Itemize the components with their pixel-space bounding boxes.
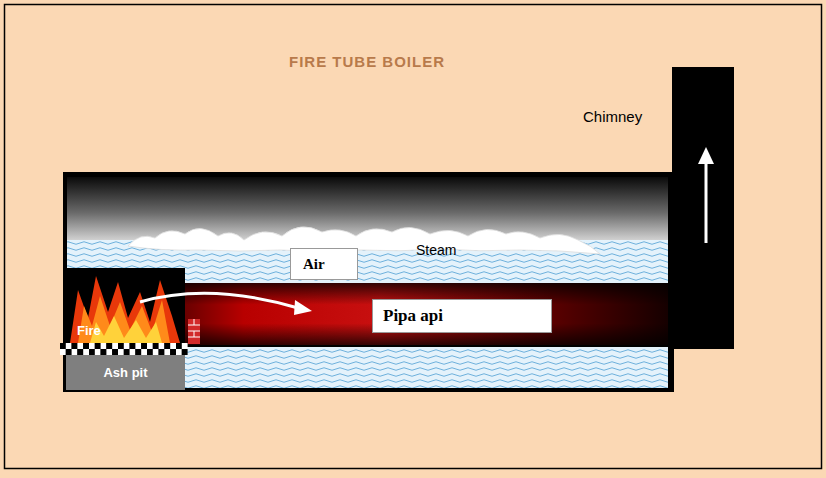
part-label: Steam	[416, 242, 456, 258]
fire-tube	[185, 283, 674, 345]
grate-cell	[89, 343, 95, 349]
boiler-shell	[63, 172, 674, 392]
grate-cell	[60, 349, 66, 355]
smoke-box	[668, 270, 734, 349]
grate-cell	[182, 343, 188, 349]
grate-cell	[66, 343, 72, 349]
water-lower	[185, 347, 668, 388]
illustration-part	[188, 319, 200, 344]
diagram-title: FIRE TUBE BOILER	[0, 53, 734, 70]
grate-cell	[153, 343, 159, 349]
grate-cell	[124, 343, 130, 349]
flames	[70, 276, 180, 343]
grate-cell	[164, 343, 170, 349]
grate-cell	[77, 343, 83, 349]
grate-cell	[130, 343, 136, 349]
illustration-part	[194, 319, 195, 325]
ash-pit-box: Ash pit	[66, 355, 185, 390]
gas-arrowhead	[294, 300, 312, 315]
grate-cell	[135, 343, 141, 349]
grate-cell	[101, 343, 107, 349]
brick-wall	[188, 319, 200, 344]
grate	[60, 343, 188, 355]
flue-arrowhead	[698, 147, 714, 164]
grate-cell	[147, 343, 153, 349]
part-label: Fire	[77, 323, 101, 338]
frame	[5, 5, 822, 469]
node-text: Pipa api	[383, 306, 443, 326]
part-label: Chimney	[583, 108, 642, 125]
grate-cell	[170, 343, 176, 349]
fire-tube-shade	[185, 283, 674, 345]
furnace-roof	[63, 268, 185, 283]
grate-cell	[72, 343, 78, 349]
grate-cell	[159, 343, 165, 349]
node-text: Air	[303, 256, 325, 273]
grate-cell	[141, 343, 147, 349]
gas-arrow	[140, 293, 298, 308]
grate-cell	[176, 343, 182, 349]
grate-cell	[118, 343, 124, 349]
label-box: Pipa api	[372, 299, 552, 333]
label-box: Air	[290, 248, 358, 280]
grate-cell	[112, 343, 118, 349]
illustration-part	[78, 296, 170, 343]
node-text: Ash pit	[103, 365, 147, 380]
grate-cell	[83, 343, 89, 349]
grate-cell	[60, 343, 66, 349]
grate-cell	[95, 343, 101, 349]
grate-cell	[106, 343, 112, 349]
illustration-part	[194, 331, 195, 337]
flue-arrow	[705, 162, 708, 243]
steam-cloud	[128, 227, 600, 254]
illustration-part	[70, 276, 180, 343]
